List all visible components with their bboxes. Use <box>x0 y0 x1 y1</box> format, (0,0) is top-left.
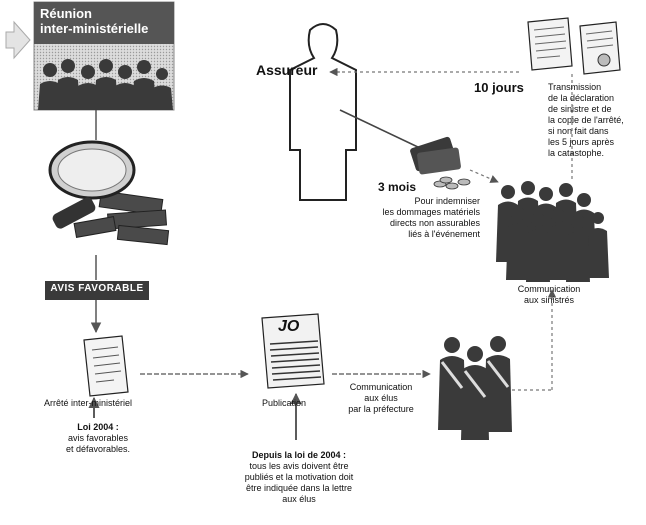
victims-communication-line: Communication <box>517 284 581 294</box>
meeting-title-line1: Réunion <box>40 6 92 21</box>
victims-communication-text: Communication aux sinistrés <box>504 284 594 306</box>
meeting-panel <box>33 1 175 111</box>
journal-officiel-icon <box>261 313 325 389</box>
law-2004-line: avis favorables <box>67 433 129 443</box>
money-icon <box>410 136 471 190</box>
transmission-line: la catastophe. <box>548 148 605 158</box>
transmission-line: la copie de l'arrêté, <box>548 115 624 125</box>
victims-communication-line: aux sinistrés <box>523 295 575 305</box>
decree-label: Arrêté inter-ministériel <box>44 398 133 408</box>
transmission-line: de sinistre et de <box>548 104 612 114</box>
since-2004-line: aux élus <box>282 494 316 504</box>
indemnity-line: Pour indemniser <box>414 196 480 206</box>
officials-communication-text: Communication aux élus par la préfecture <box>336 382 426 415</box>
since-2004-title: Depuis la loi de 2004 : <box>251 450 347 460</box>
meeting-title-line2: inter-ministérielle <box>40 21 149 36</box>
since-2004-line: publiés et la motivation doit <box>244 472 354 482</box>
since-2004-line: être indiquée dans la lettre <box>245 483 353 493</box>
since-2004-line: tous les avis doivent être <box>249 461 349 471</box>
insurer-label: Assureur <box>256 62 318 78</box>
decree-document-icon <box>83 335 129 397</box>
indemnity-line: les dommages matériels <box>382 207 480 217</box>
three-months-label: 3 mois <box>378 180 417 194</box>
ten-days-label: 10 jours <box>474 80 524 95</box>
transmission-line: les 5 jours après <box>548 137 615 147</box>
indemnity-line: directs non assurables <box>389 218 480 228</box>
victims-group-icon <box>496 181 609 282</box>
avis-favorable-label: AVIS FAVORABLE <box>50 283 144 294</box>
officials-communication-line: par la préfecture <box>348 404 414 414</box>
transmission-line: de la déclaration <box>548 93 615 103</box>
officials-communication-line: aux élus <box>364 393 398 403</box>
indemnity-line: liés à l'événement <box>408 229 480 239</box>
declaration-documents-icon <box>527 17 621 75</box>
law-2004-text: Loi 2004 : avis favorables et défavorabl… <box>48 422 148 455</box>
transmission-text: Transmission de la déclaration de sinist… <box>548 82 646 159</box>
law-2004-line: et défavorables. <box>65 444 131 454</box>
transmission-line: si non fait dans <box>548 126 609 136</box>
indemnity-text: Pour indemniser les dommages matériels d… <box>370 196 480 240</box>
magnifier-documents-icon <box>48 140 170 246</box>
entry-arrow-icon <box>5 20 31 60</box>
meeting-people-icon <box>38 59 173 110</box>
since-2004-text: Depuis la loi de 2004 : tous les avis do… <box>234 450 364 505</box>
meeting-title: Réunion inter-ministérielle <box>40 6 148 36</box>
insurer-silhouette-icon <box>289 23 357 201</box>
publication-label: Publication <box>262 398 307 408</box>
transmission-line: Transmission <box>548 82 602 92</box>
elected-officials-icon <box>438 336 512 440</box>
officials-communication-line: Communication <box>349 382 413 392</box>
law-2004-title: Loi 2004 : <box>77 422 119 432</box>
jo-label: JO <box>278 318 300 335</box>
avis-favorable-box <box>45 281 149 300</box>
